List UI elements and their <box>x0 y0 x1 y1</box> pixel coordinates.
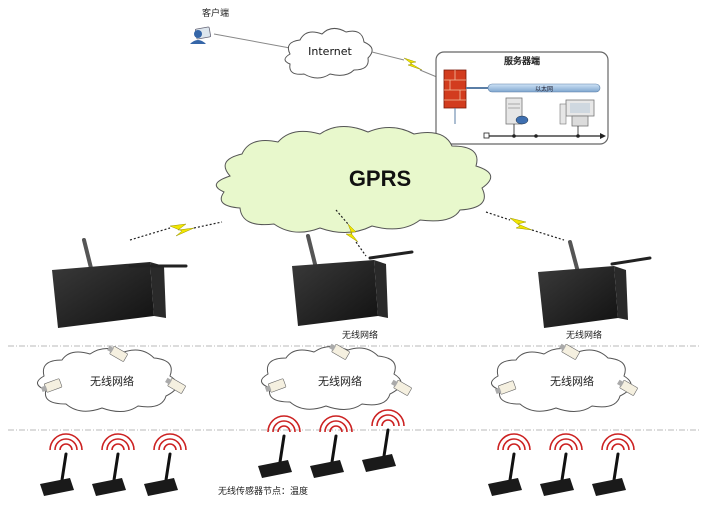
gprs-cloud: GPRS <box>215 126 492 233</box>
wireless-cloud-label: 无线网络 <box>90 374 134 388</box>
server-panel: 服务器端 以太网 <box>435 51 609 145</box>
signal-wave-icon <box>106 438 130 451</box>
signal-wave-icon <box>324 420 348 433</box>
ethernet-bus: 以太网 <box>487 83 601 93</box>
signal-wave-icon <box>601 433 635 451</box>
client-pc-icon <box>190 26 212 44</box>
signal-wave-icon <box>153 433 187 451</box>
gateway-left <box>52 238 188 328</box>
server-icon <box>505 97 529 125</box>
ethernet-label: 以太网 <box>535 85 553 93</box>
wireless-sensor-node <box>40 433 83 496</box>
wireless-sensor-node <box>92 433 135 496</box>
firewall-icon <box>443 69 467 109</box>
wireless-sensor-node <box>540 433 583 496</box>
client-pc: 客户端 <box>190 7 229 44</box>
internet-server-link <box>371 51 445 81</box>
gprs-link-middle <box>335 209 367 257</box>
client-link <box>213 33 291 49</box>
wireless-cloud-label: 无线网络 <box>550 374 594 388</box>
signal-wave-icon <box>606 438 630 451</box>
sensor-node-icon <box>329 343 350 360</box>
wireless-sensor-node <box>488 433 531 496</box>
wireless-sensor-node <box>362 409 405 472</box>
sensor-node-icon <box>559 343 580 360</box>
signal-wave-icon <box>158 438 182 451</box>
signal-wave-icon <box>559 443 573 451</box>
sensor-node-icon <box>264 378 287 393</box>
gateway-caption-right: 无线网络 <box>566 329 602 341</box>
wireless-cloud-right: 无线网络 <box>491 343 638 412</box>
sensor-node-icon <box>40 378 63 393</box>
gprs-link-left <box>129 221 223 241</box>
signal-wave-icon <box>277 425 291 433</box>
signal-wave-icon <box>507 443 521 451</box>
signal-wave-icon <box>272 420 296 433</box>
sensor-node-icon <box>494 380 517 395</box>
signal-wave-icon <box>54 438 78 451</box>
wireless-cloud-label: 无线网络 <box>318 374 362 388</box>
signal-wave-icon <box>381 419 395 427</box>
signal-wave-icon <box>101 433 135 451</box>
signal-wave-icon <box>59 443 73 451</box>
signal-wave-icon <box>497 433 531 451</box>
signal-wave-icon <box>371 409 405 427</box>
internet-cloud: Internet <box>284 28 373 79</box>
signal-wave-icon <box>376 414 400 427</box>
sensor-caption: 无线传感器节点：温度 <box>218 485 308 497</box>
signal-wave-icon <box>49 433 83 451</box>
sensor-node-icon <box>107 345 128 362</box>
server-bottom-bus <box>483 124 606 139</box>
gprs-label: GPRS <box>349 166 411 191</box>
signal-wave-icon <box>111 443 125 451</box>
wireless-cloud-left: 无线网络 <box>37 345 186 412</box>
wireless-sensor-node <box>592 433 635 496</box>
signal-wave-icon <box>163 443 177 451</box>
wireless-sensor-node <box>310 415 353 478</box>
sensor-node-icon <box>165 377 186 394</box>
sensor-node-row <box>40 409 635 496</box>
gprs-link-right <box>485 211 565 241</box>
gateway-caption-middle: 无线网络 <box>342 329 378 341</box>
server-title: 服务器端 <box>504 55 540 67</box>
gateway-middle <box>292 234 414 326</box>
signal-wave-icon <box>319 415 353 433</box>
signal-wave-icon <box>549 433 583 451</box>
internet-label: Internet <box>308 45 352 58</box>
wireless-sensor-node <box>144 433 187 496</box>
signal-wave-icon <box>502 438 526 451</box>
signal-wave-icon <box>329 425 343 433</box>
gateway-right <box>538 240 652 328</box>
signal-wave-icon <box>267 415 301 433</box>
wireless-sensor-node <box>258 415 301 478</box>
signal-wave-icon <box>611 443 625 451</box>
workstation-icon <box>559 99 595 127</box>
sensor-node-icon <box>617 379 638 396</box>
wireless-cloud-middle: 无线网络 <box>261 343 412 410</box>
signal-wave-icon <box>554 438 578 451</box>
sensor-node-icon <box>391 379 412 396</box>
client-label: 客户端 <box>202 7 229 19</box>
